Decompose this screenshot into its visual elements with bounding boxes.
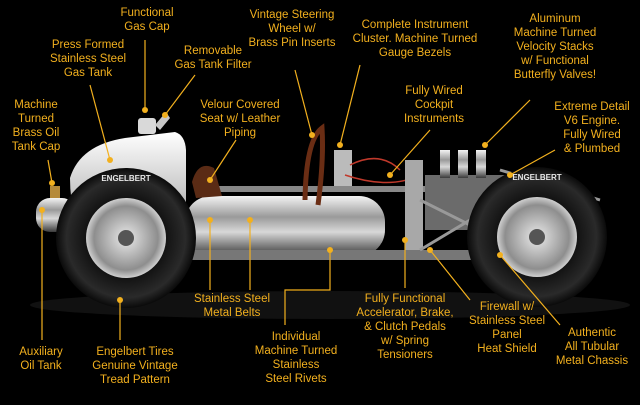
seat [192,165,222,198]
steering-wheel [302,123,325,206]
rear-hub [529,229,545,245]
oil-cap [50,186,60,198]
label-engine: Extreme Detail V6 Engine. Fully Wired & … [554,101,630,155]
label-oil-cap: Machine Turned Brass Oil Tank Cap [11,99,61,153]
label-gas-filter: Removable Gas Tank Filter [174,45,252,71]
leader-instruments [339,64,361,146]
label-chassis: Authentic All Tubular Metal Chassis [555,327,629,367]
dot-pedals [402,237,408,243]
leader-cockpit [389,129,431,176]
leader-gas-tank [89,84,111,161]
label-instruments: Complete Instrument Cluster. Machine Tur… [352,19,478,59]
rear-wheel: ENGELBERT [467,167,607,307]
instrument-cluster [334,150,352,186]
dot-belts-1 [207,217,213,223]
label-tires: Engelbert Tires Genuine Vintage Tread Pa… [92,346,178,386]
leader-steering [294,69,313,136]
label-firewall: Firewall w/ Stainless Steel Panel Heat S… [468,301,546,355]
label-gas-cap: Functional Gas Cap [120,7,174,33]
dot-gas-tank [107,157,113,163]
label-cockpit: Fully Wired Cockpit Instruments [403,85,465,125]
front-hub [118,230,134,246]
velocity-stacks [440,150,486,178]
gas-cap [138,118,156,134]
label-rivets: Individual Machine Turned Stainless Stee… [254,331,338,385]
dot-firewall [427,247,433,253]
leader-engine [509,149,556,176]
dot-gas-cap [142,107,148,113]
dot-velocity [482,142,488,148]
leader-rivets [284,250,331,325]
leader-firewall [429,249,471,301]
dot-chassis [497,252,503,258]
label-steering: Vintage Steering Wheel w/ Brass Pin Inse… [248,9,336,49]
front-wheel: ENGELBERT [56,168,196,308]
leader-gas-filter [164,74,196,116]
leader-oil-cap [47,159,53,184]
dot-tires [117,297,123,303]
dot-steering [309,132,315,138]
front-tire-brand: ENGELBERT [101,174,150,183]
label-velocity-stacks: Aluminum Machine Turned Velocity Stacks … [513,13,597,81]
label-belts: Stainless Steel Metal Belts [193,293,271,319]
leader-seat [209,139,237,181]
leader-chassis [499,254,561,326]
label-pedals: Fully Functional Accelerator, Brake, & C… [356,293,454,361]
dot-cockpit [387,172,393,178]
leader-lines [41,40,561,340]
label-seat: Velour Covered Seat w/ Leather Piping [199,99,281,139]
dot-engine [507,172,513,178]
leader-velocity [484,99,531,146]
leader-belts [209,220,251,290]
dot-seat [207,177,213,183]
label-aux-oil: Auxiliary Oil Tank [19,346,63,372]
leader-dots [39,107,513,303]
lower-tube [170,250,500,260]
dot-rivets [327,247,333,253]
dot-aux-oil [39,207,45,213]
dot-oil-cap [49,180,55,186]
label-gas-tank: Press Formed Stainless Steel Gas Tank [49,39,127,79]
upper-rail [200,186,460,192]
rear-tire-brand: ENGELBERT [512,173,561,182]
dot-gas-filter [162,112,168,118]
main-body-tube [185,196,385,256]
dot-instruments [337,142,343,148]
dot-belts-2 [247,217,253,223]
firewall [405,160,423,250]
ground-shadow [30,291,630,319]
